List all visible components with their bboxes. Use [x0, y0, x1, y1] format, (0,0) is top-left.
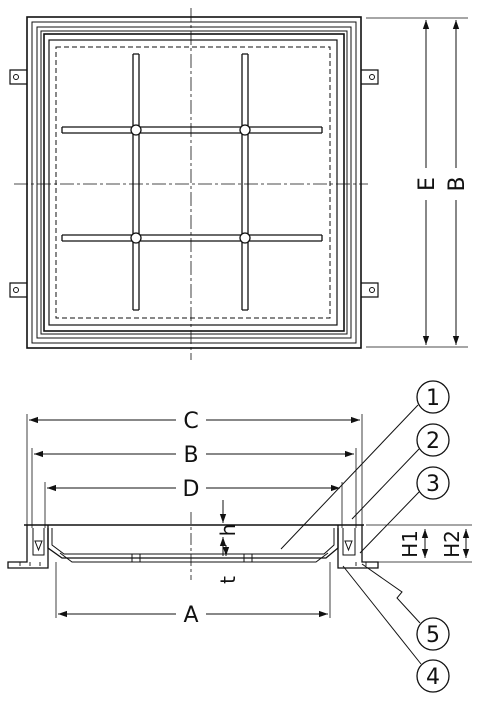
lug-right-top: [361, 69, 379, 85]
dim-label-A: A: [183, 603, 198, 628]
plan-view: [9, 8, 468, 360]
leader-1: [280, 404, 419, 550]
frame-ring-3: [40, 30, 348, 335]
callout-circle-2: [416, 423, 450, 457]
callout-circle-1: [416, 380, 450, 414]
dim-label-E: E: [415, 177, 440, 191]
callout-label-2: 2: [426, 429, 440, 454]
leader-3: [359, 491, 420, 554]
callout-label-5: 5: [426, 623, 440, 648]
frame-ring-2: [36, 26, 352, 339]
frame-outer: [26, 16, 362, 349]
frame-section-left: [7, 525, 49, 569]
lug-right-bottom: [361, 282, 379, 298]
dim-label-H1: H1: [398, 530, 422, 558]
dim-label-t: t: [216, 576, 240, 584]
dim-label-h: h: [216, 524, 240, 537]
callout-label-1: 1: [426, 386, 440, 411]
dim-label-B-section: B: [183, 443, 198, 468]
callout-circle-3: [416, 466, 450, 500]
dim-label-B-plan: B: [445, 176, 470, 191]
dim-label-C: C: [183, 409, 198, 434]
frame-ring-1: [31, 21, 357, 344]
leader-2: [351, 448, 420, 520]
callout-circle-4: [416, 659, 450, 693]
dim-label-D: D: [183, 477, 200, 502]
hidden-outline: [55, 46, 331, 319]
lug-left-top: [9, 69, 27, 85]
section-view: [7, 380, 472, 693]
cover-outer: [43, 33, 345, 332]
leader-5: [361, 563, 421, 624]
callout-label-3: 3: [426, 472, 440, 497]
rib-grid: [61, 53, 323, 311]
callout-circle-5: [416, 617, 450, 651]
dim-label-H2: H2: [440, 530, 464, 558]
frame-section-right: [337, 525, 379, 569]
lug-left-bottom: [9, 282, 27, 298]
cover-inner: [48, 39, 338, 326]
callout-label-4: 4: [426, 665, 440, 690]
leader-4: [342, 565, 422, 665]
